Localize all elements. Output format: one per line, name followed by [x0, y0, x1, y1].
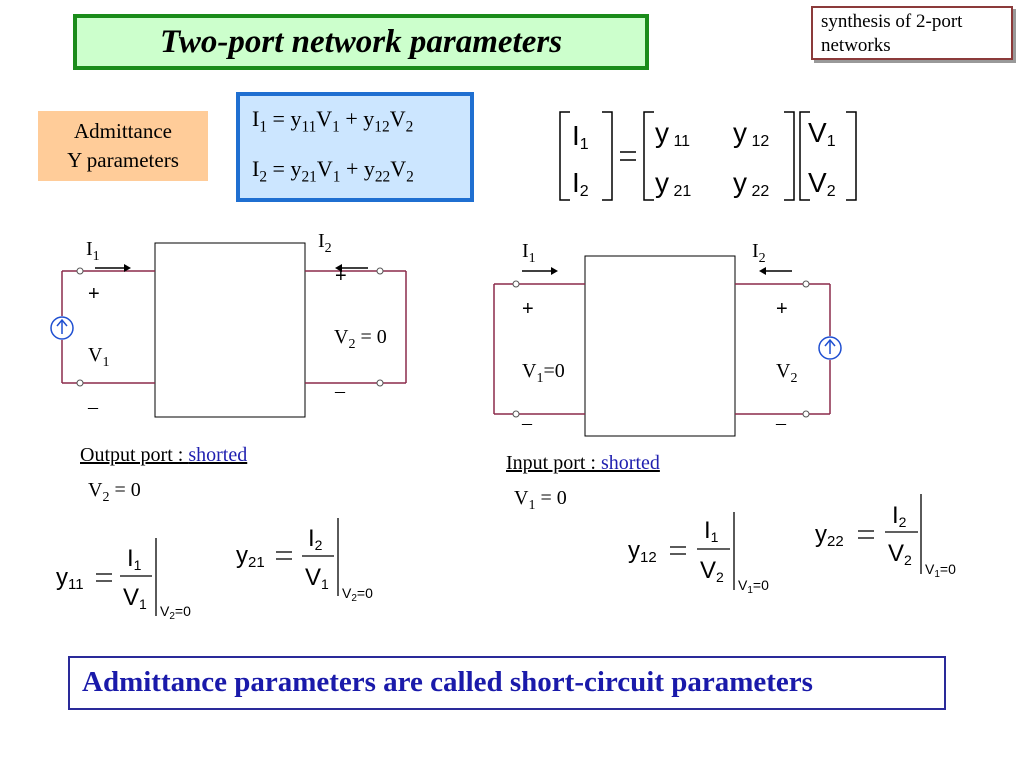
svg-text:V2: V2: [888, 540, 912, 568]
svg-text:V1=0: V1=0: [925, 561, 956, 580]
right-i2-label: I2: [752, 240, 766, 266]
left-i2-label: I2: [318, 230, 332, 256]
left-caption: Output port : shorted: [80, 444, 248, 466]
svg-text:I2: I2: [892, 502, 907, 530]
admittance-label-line1: Admittance: [74, 119, 172, 143]
svg-text:V1: V1: [123, 584, 147, 612]
formula-y12: y12 I1 V2 V1=0: [628, 512, 769, 596]
svg-text:I1: I1: [127, 545, 142, 573]
left-minus-left: –: [88, 396, 98, 418]
svg-text:V2=0: V2=0: [160, 603, 191, 622]
equation-1: I1 = y11V1 + y12V2: [252, 106, 414, 136]
i1-arrow-icon: [522, 267, 558, 275]
current-source-icon: [50, 316, 74, 340]
right-minus-left: –: [522, 412, 532, 434]
i2-arrow-icon: [335, 264, 368, 272]
svg-text:y22: y22: [815, 521, 844, 550]
left-condition: V2 = 0: [88, 479, 141, 505]
right-minus-right: –: [776, 412, 786, 434]
right-plus-right: +: [776, 298, 788, 320]
left-plus-right: +: [335, 265, 347, 287]
right-condition: V1 = 0: [514, 487, 567, 513]
admittance-label: Admittance Y parameters: [38, 111, 208, 181]
svg-text:V2: V2: [700, 557, 724, 585]
admittance-label-line2: Y parameters: [67, 148, 179, 172]
left-shorted-link: shorted: [188, 444, 248, 466]
banner-box: Admittance parameters are called short-c…: [68, 656, 946, 710]
equation-2: I2 = y21V1 + y22V2: [252, 156, 414, 186]
right-caption: Input port : shorted: [506, 452, 660, 474]
right-circuit: [493, 255, 842, 437]
left-i1-label: I1: [86, 238, 100, 264]
svg-text:I2: I2: [308, 525, 323, 553]
right-v2-label: V2: [776, 360, 798, 386]
svg-text:y21: y21: [236, 542, 265, 571]
svg-text:V1=0: V1=0: [738, 577, 769, 596]
i1-arrow-icon: [95, 264, 131, 272]
title-box: Two-port network parameters: [73, 14, 649, 70]
svg-text:I1: I1: [704, 517, 719, 545]
matrix-equation: I1 I2 y 11 y 12 y 21 y 22 V1 V2: [559, 111, 857, 201]
left-v1-label: V1: [88, 344, 110, 370]
svg-text:V1: V1: [305, 564, 329, 592]
formula-y22: y22 I2 V2 V1=0: [815, 494, 956, 580]
right-shorted-link: shorted: [601, 452, 660, 474]
svg-text:V2=0: V2=0: [342, 585, 373, 604]
right-plus-left: +: [522, 298, 534, 320]
formula-y11: y11 I1 V1 V2=0: [56, 538, 191, 622]
left-plus-left: +: [88, 283, 100, 305]
matrix-v2: V2: [808, 167, 836, 200]
right-v1-label: V1=0: [522, 360, 565, 386]
page-title: Two-port network parameters: [159, 23, 563, 60]
right-i1-label: I1: [522, 240, 536, 266]
current-source-icon: [818, 336, 842, 360]
left-minus-right: –: [335, 380, 345, 402]
left-v2-label: V2 = 0: [334, 326, 387, 352]
matrix-y22: y 22: [733, 167, 769, 200]
left-circuit: [50, 242, 407, 418]
svg-text:y11: y11: [56, 564, 84, 593]
equations-box: I1 = y11V1 + y12V2 I2 = y21V1 + y22V2: [236, 92, 474, 202]
corner-note: synthesis of 2-port networks: [811, 6, 1013, 60]
i2-arrow-icon: [759, 267, 792, 275]
formula-y21: y21 I2 V1 V2=0: [236, 518, 373, 604]
svg-text:y12: y12: [628, 537, 657, 566]
banner-text: Admittance parameters are called short-c…: [82, 666, 813, 698]
